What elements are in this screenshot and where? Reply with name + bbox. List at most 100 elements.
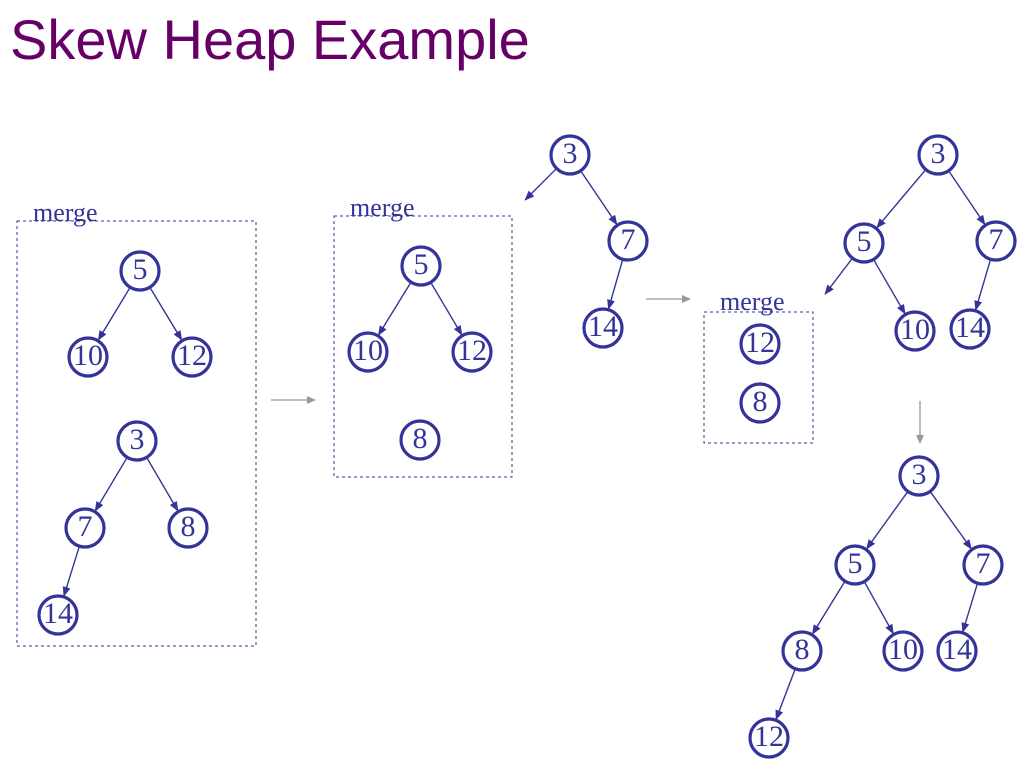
node-key: 14 (942, 633, 972, 666)
node-circle (64, 507, 106, 549)
node-key: 5 (857, 225, 872, 258)
node-key: 8 (181, 510, 196, 543)
node-circle (116, 420, 158, 462)
node-circle (582, 307, 624, 349)
node-circle (451, 331, 493, 373)
heap-node: 3 (116, 420, 158, 462)
heap-node: 7 (607, 220, 649, 262)
node-circle (843, 222, 885, 264)
heap-node: 10 (894, 310, 936, 352)
node-circle (67, 336, 109, 378)
tree-edge (62, 545, 81, 597)
node-circle (894, 310, 936, 352)
tree-edge (94, 456, 128, 512)
tree-edge (948, 170, 986, 226)
node-key: 7 (976, 547, 991, 580)
tree-edge (97, 286, 131, 341)
merge-label: merge (720, 287, 785, 316)
heap-node: 12 (451, 331, 493, 373)
merge-box (703, 311, 814, 444)
tree-edge (580, 170, 618, 226)
node-circle (917, 134, 959, 176)
slide-title: Skew Heap Example (10, 8, 530, 71)
node-circle (949, 308, 991, 350)
node-key: 5 (848, 547, 863, 580)
edge-to-merge (824, 257, 854, 295)
node-key: 3 (130, 423, 145, 456)
heap-node: 5 (834, 544, 876, 586)
heap-node: 7 (975, 220, 1017, 262)
tree-edge (872, 259, 906, 315)
node-circle (400, 245, 442, 287)
node-circle (882, 630, 924, 672)
node-key: 10 (353, 334, 383, 367)
heap-node: 14 (936, 630, 978, 672)
heap-node: 10 (347, 331, 389, 373)
merge-label: merge (33, 198, 98, 227)
tree-edge (430, 281, 463, 336)
node-key: 8 (753, 385, 768, 418)
tree-edge (876, 169, 927, 229)
tree-edge (149, 286, 183, 341)
node-key: 12 (754, 720, 784, 753)
heap-node: 8 (739, 382, 781, 424)
tree-edge (961, 582, 979, 633)
node-circle (399, 419, 441, 461)
heap-node: 3 (917, 134, 959, 176)
heap-node: 3 (898, 455, 940, 497)
node-key: 3 (912, 458, 927, 491)
node-key: 3 (563, 137, 578, 170)
heap-node: 5 (119, 250, 161, 292)
node-key: 8 (795, 633, 810, 666)
node-circle (739, 323, 781, 365)
heap-node: 12 (171, 336, 213, 378)
heap-node: 3 (549, 134, 591, 176)
node-circle (898, 455, 940, 497)
node-circle (975, 220, 1017, 262)
node-circle (962, 544, 1004, 586)
node-key: 10 (900, 313, 930, 346)
tree-edge (974, 259, 992, 311)
node-key: 7 (989, 223, 1004, 256)
tree-edge (607, 259, 624, 310)
node-circle (748, 717, 790, 759)
tree-edge (146, 457, 179, 512)
tree-edge (863, 581, 894, 635)
node-circle (936, 630, 978, 672)
merge-label: merge (350, 193, 415, 222)
node-circle (834, 544, 876, 586)
heap-node: 14 (37, 594, 79, 636)
tree-edge (811, 580, 846, 635)
heap-node: 10 (882, 630, 924, 672)
node-key: 7 (78, 510, 93, 543)
node-key: 8 (413, 422, 428, 455)
heap-node: 14 (949, 308, 991, 350)
edge-to-merge (524, 167, 558, 201)
node-key: 12 (457, 334, 487, 367)
node-key: 7 (621, 223, 636, 256)
tree-edge (866, 491, 909, 550)
node-key: 5 (133, 253, 148, 286)
merge-box (333, 215, 513, 478)
heap-node: 5 (400, 245, 442, 287)
heap-node: 7 (962, 544, 1004, 586)
node-key: 14 (43, 597, 73, 630)
node-circle (739, 382, 781, 424)
tree-edge (377, 281, 412, 336)
node-circle (167, 507, 209, 549)
node-circle (781, 630, 823, 672)
heap-node: 8 (399, 419, 441, 461)
node-key: 10 (888, 633, 918, 666)
tree-edge (775, 668, 796, 721)
node-circle (171, 336, 213, 378)
heap-node: 10 (67, 336, 109, 378)
node-circle (347, 331, 389, 373)
node-circle (119, 250, 161, 292)
heap-node: 5 (843, 222, 885, 264)
heap-node: 14 (582, 307, 624, 349)
heap-node: 12 (748, 717, 790, 759)
node-key: 12 (745, 326, 775, 359)
node-circle (549, 134, 591, 176)
tree-edge (929, 491, 972, 550)
